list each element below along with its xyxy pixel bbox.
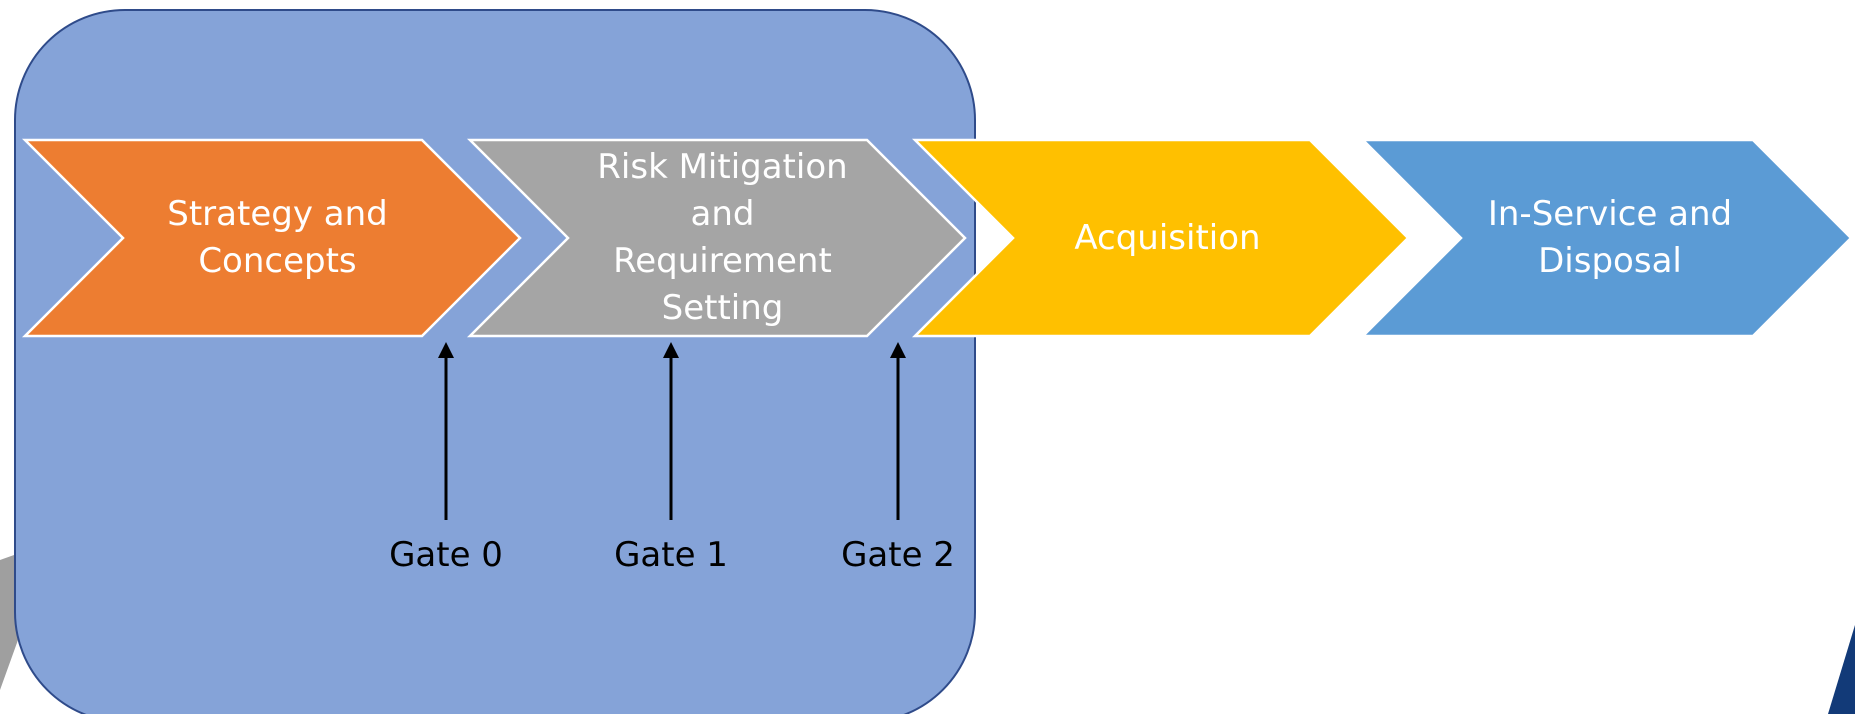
stage-label-risk-mitigation: Risk Mitigation and Requirement Setting <box>597 147 848 328</box>
stage-chevron-acquisition <box>911 138 1410 338</box>
stage-chevron-strategy <box>21 138 522 338</box>
stage-chevron-in-service <box>1359 138 1853 338</box>
stage-label-strategy: Strategy and Concepts <box>167 194 388 281</box>
highlight-panel <box>14 9 976 714</box>
corner-accent <box>1828 625 1855 714</box>
gate-label-1: Gate 1 <box>614 535 728 575</box>
gate-2-arrowhead <box>890 342 906 358</box>
stage-label-acquisition: Acquisition <box>1074 217 1261 258</box>
gate-0-arrowhead <box>438 342 454 358</box>
stage-label-in-service: In-Service and Disposal <box>1487 194 1733 281</box>
gate-label-2: Gate 2 <box>841 535 955 575</box>
stage-chevron-risk-mitigation <box>466 138 967 338</box>
gate-label-0: Gate 0 <box>389 535 503 575</box>
gate-1-arrowhead <box>663 342 679 358</box>
